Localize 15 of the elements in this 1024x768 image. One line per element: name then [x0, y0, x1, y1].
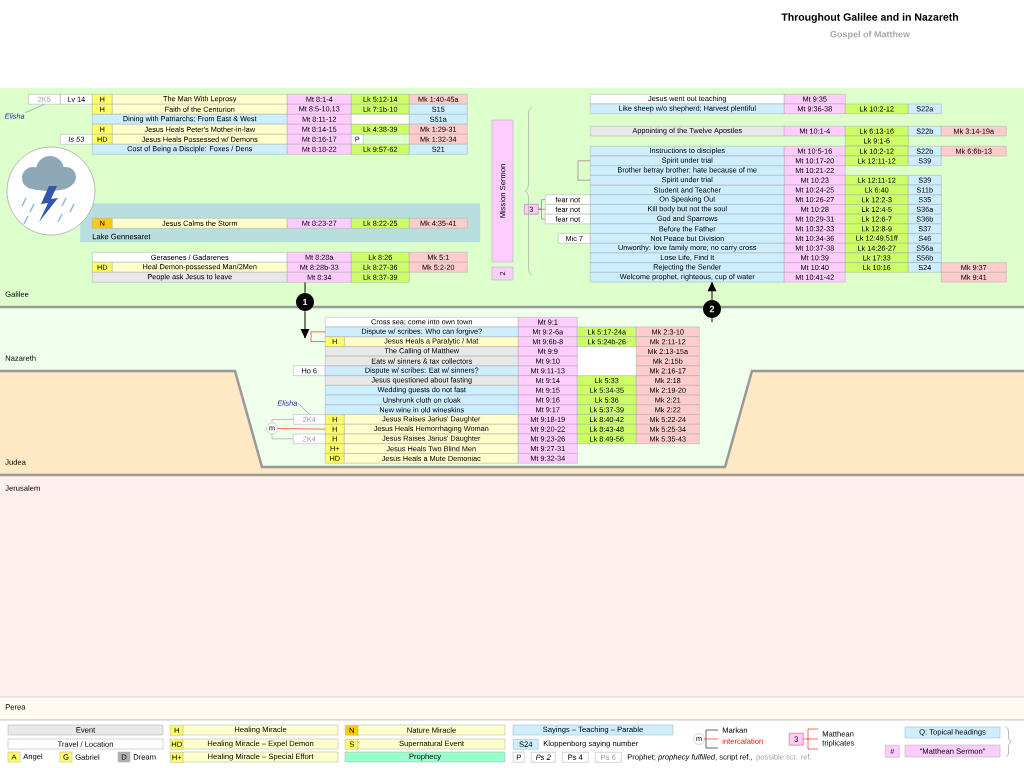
arrow [707, 281, 717, 301]
bracket-line [310, 331, 326, 342]
bracket-line [271, 419, 294, 424]
arrow [300, 310, 310, 339]
leader-line [25, 104, 45, 113]
bracket-line [538, 208, 546, 220]
bracket-line [577, 160, 591, 181]
title: Throughout Galilee and in Nazareth [781, 13, 959, 23]
connector-line [711, 317, 713, 323]
bracket-line [277, 428, 326, 430]
subtitle: Gospel of Matthew [830, 30, 911, 40]
leader-line [297, 402, 310, 415]
bracket-line [538, 199, 546, 210]
connector-line [304, 282, 306, 294]
bracket-line [271, 433, 294, 440]
